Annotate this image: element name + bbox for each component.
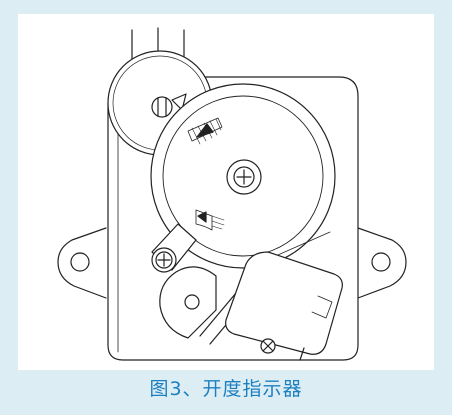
- figure-caption: 图3、开度指示器: [149, 378, 303, 400]
- lower-cam-disc: [159, 266, 217, 339]
- lever-pivot-screw: [151, 247, 177, 273]
- opening-indicator-drawing: [18, 14, 434, 370]
- right-mounting-flange: [357, 227, 407, 299]
- dial-center-screw: [226, 159, 262, 195]
- input-shaft: [131, 27, 185, 63]
- switch-mounting-screw: [260, 338, 276, 354]
- indicator-dial: [150, 83, 336, 269]
- switch-housing: [225, 251, 343, 361]
- lower-position-marker: [195, 209, 225, 231]
- upper-position-marker: [187, 117, 223, 145]
- left-mounting-flange: [57, 227, 107, 299]
